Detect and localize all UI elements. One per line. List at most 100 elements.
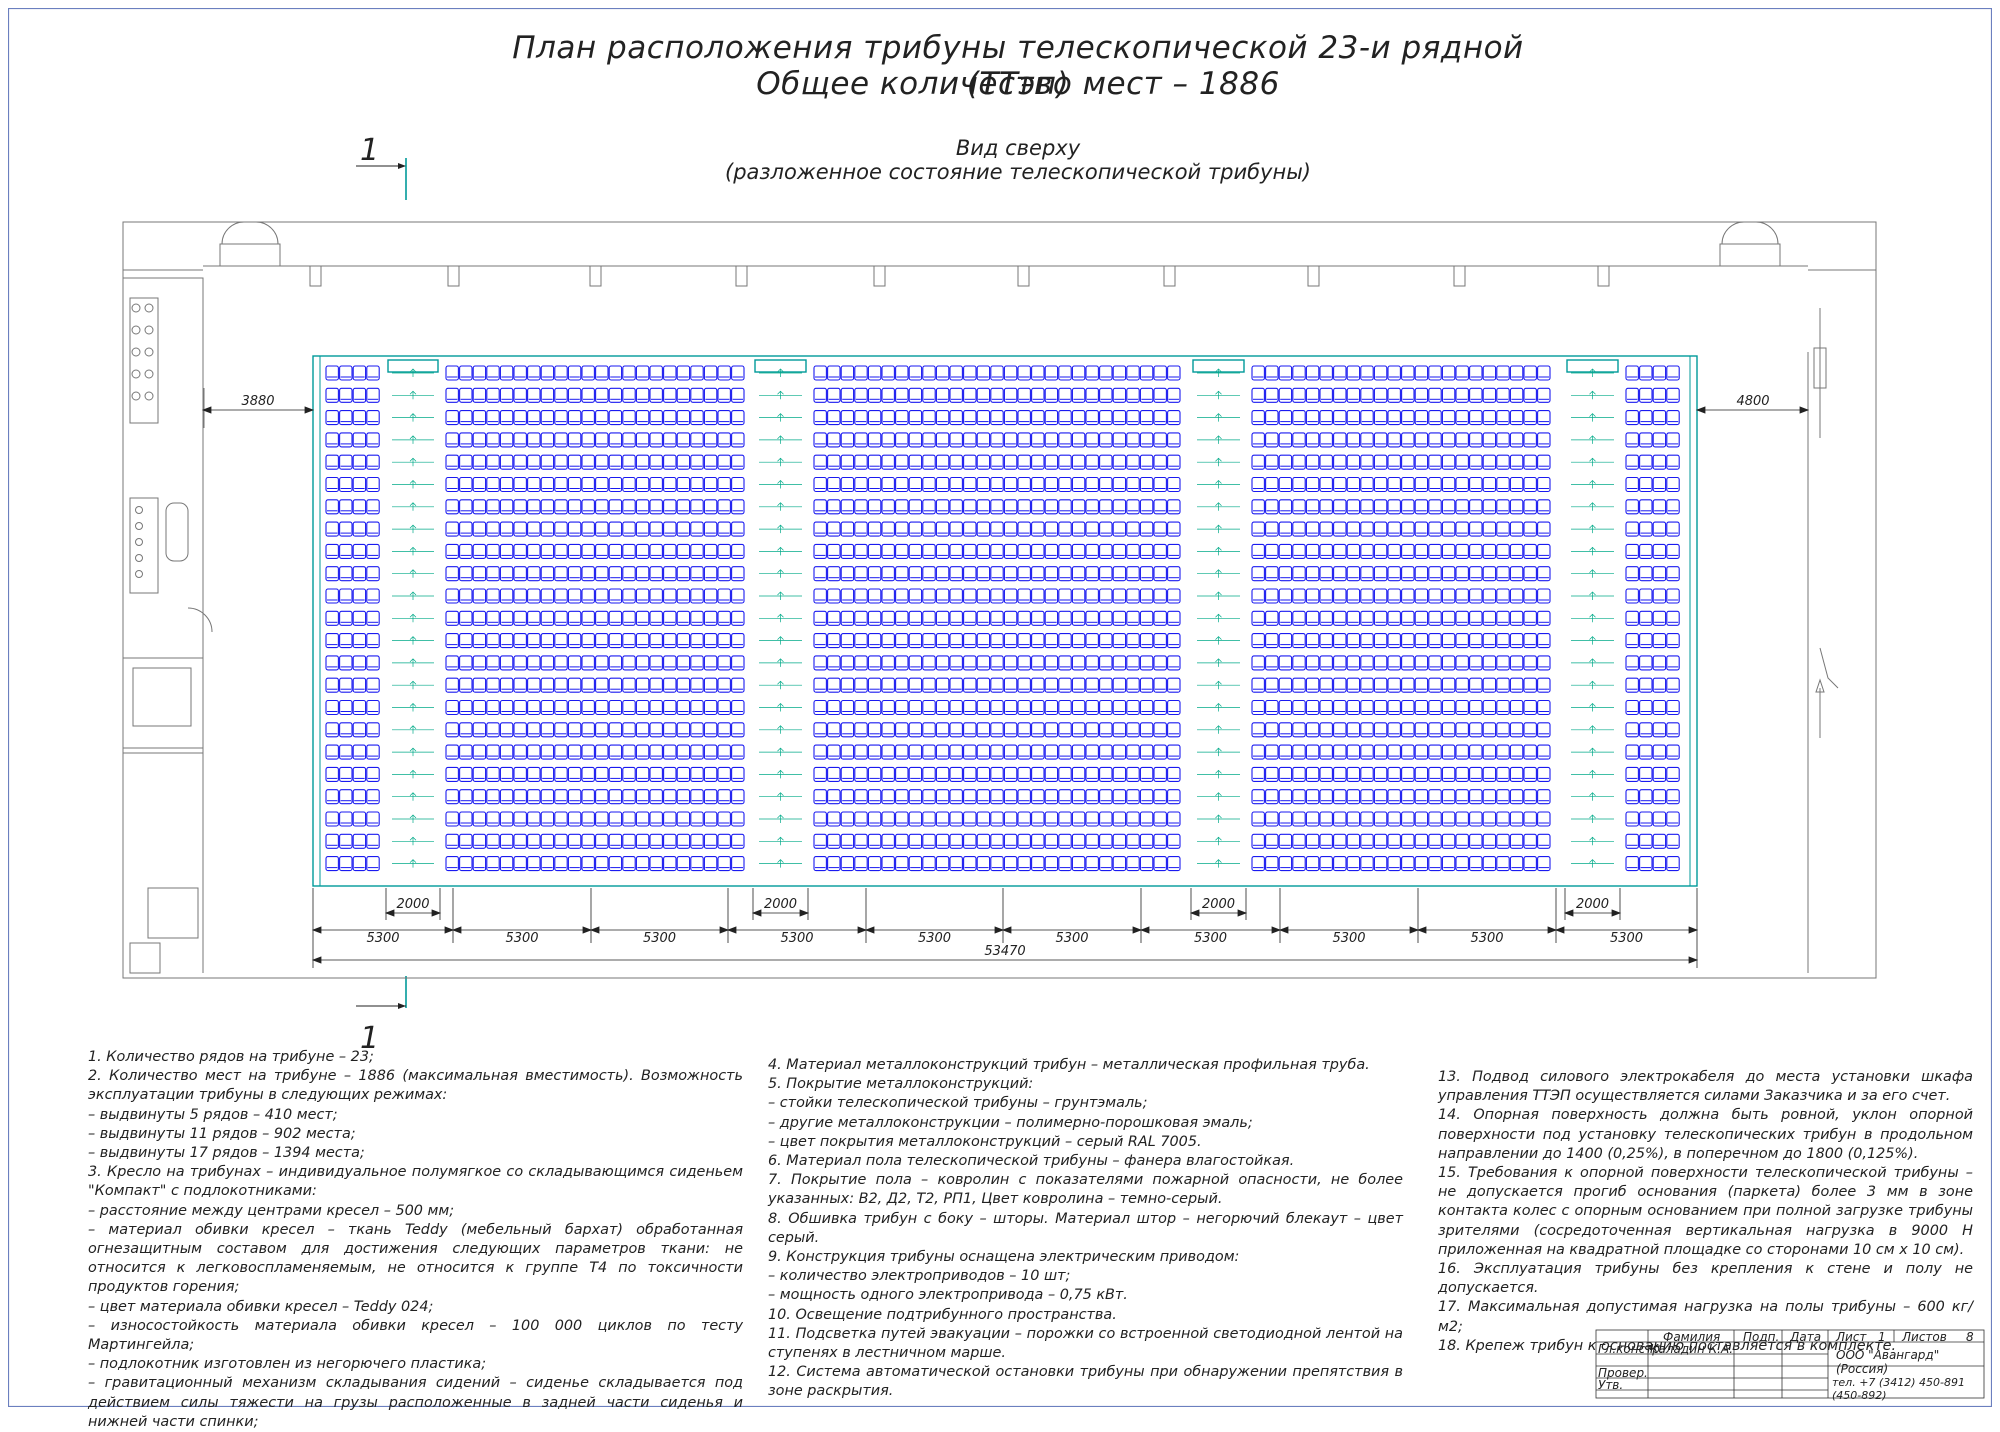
seat <box>635 766 650 782</box>
aisle-arrow-head <box>1589 769 1596 774</box>
seat <box>703 677 718 693</box>
seat <box>486 722 500 738</box>
seat <box>1265 543 1279 559</box>
seat <box>1265 499 1279 515</box>
seat <box>1112 432 1127 448</box>
seat <box>881 521 895 537</box>
seat <box>499 432 514 448</box>
seat <box>1278 432 1293 448</box>
seat <box>731 789 745 805</box>
seat <box>935 833 950 849</box>
seat <box>1017 766 1031 782</box>
aisle-arrow-head <box>409 390 417 395</box>
seat <box>1167 454 1181 470</box>
aisle-arrow-head <box>777 703 784 707</box>
seat <box>1496 811 1510 827</box>
seat <box>1401 610 1415 626</box>
seat <box>581 476 595 493</box>
seat <box>339 476 353 493</box>
aisle-arrow-head <box>777 613 784 618</box>
seat <box>935 432 950 448</box>
seat <box>867 789 882 805</box>
seat <box>990 566 1004 582</box>
seat <box>1278 588 1293 604</box>
seat <box>1126 833 1140 849</box>
note-line: 17. Максимальная допустимая нагрузка на … <box>1438 1299 1973 1335</box>
note-line: 5. Покрытие металлоконструкций: <box>768 1076 1034 1093</box>
seat <box>325 610 339 626</box>
seat <box>976 499 991 515</box>
seat <box>554 410 568 426</box>
seat <box>1346 722 1361 738</box>
seat <box>1373 432 1388 448</box>
aisle-arrow-head <box>409 569 417 573</box>
seat <box>1017 677 1031 693</box>
aisle-arrow-head <box>409 480 417 484</box>
seat <box>1017 543 1031 559</box>
seat <box>1496 566 1510 582</box>
seat <box>445 543 459 559</box>
seat <box>1625 744 1639 760</box>
seat <box>881 655 895 671</box>
wall-column <box>1307 265 1320 287</box>
aisle-arrow-head <box>777 636 784 640</box>
seat <box>513 365 527 381</box>
seat <box>827 722 841 738</box>
seat <box>622 833 636 849</box>
seat <box>922 744 936 760</box>
seat <box>1085 833 1099 849</box>
seat <box>963 543 977 559</box>
note-line: 16. Эксплуатация трибуны без крепления к… <box>1438 1261 1973 1297</box>
seat <box>1469 677 1483 693</box>
seat <box>513 856 527 872</box>
seat <box>963 454 977 470</box>
seat <box>1401 833 1415 849</box>
seat <box>935 744 950 760</box>
seat <box>1639 655 1653 671</box>
aisle-arrow-head <box>1215 480 1222 484</box>
seat <box>1112 766 1127 782</box>
seat <box>827 699 841 716</box>
seat <box>676 454 691 470</box>
seat <box>1265 722 1279 738</box>
seat <box>976 677 991 693</box>
seat <box>1639 833 1653 849</box>
seat <box>527 744 541 760</box>
seat <box>1017 633 1031 649</box>
seat <box>1652 543 1667 559</box>
seat <box>1071 543 1086 559</box>
seat <box>922 499 936 515</box>
seat <box>459 543 473 559</box>
seat <box>1441 722 1456 738</box>
seat <box>1003 476 1018 493</box>
seat <box>1428 833 1442 849</box>
seat <box>949 811 963 827</box>
seat <box>949 521 963 537</box>
seat <box>1139 722 1154 738</box>
seat <box>949 588 963 604</box>
aisle-arrow-head <box>1215 413 1222 417</box>
seat <box>325 766 339 782</box>
seat <box>1333 476 1347 493</box>
seat <box>325 521 339 537</box>
seat <box>1441 432 1456 448</box>
seat <box>608 454 623 470</box>
seat <box>1537 744 1551 760</box>
seat <box>1305 722 1320 738</box>
seat <box>1251 566 1265 582</box>
seat <box>990 722 1004 738</box>
seat <box>554 454 568 470</box>
seat <box>1373 499 1388 515</box>
seat <box>1509 833 1524 849</box>
seat <box>1333 610 1347 626</box>
seat <box>1319 789 1333 805</box>
seat <box>1414 432 1429 448</box>
seat <box>554 365 568 381</box>
seat <box>595 833 609 849</box>
seat <box>595 566 609 582</box>
seat <box>1099 499 1113 515</box>
seat <box>827 454 841 470</box>
seat <box>445 655 459 671</box>
aisle-arrow-head <box>409 435 417 440</box>
seat <box>1017 499 1031 515</box>
